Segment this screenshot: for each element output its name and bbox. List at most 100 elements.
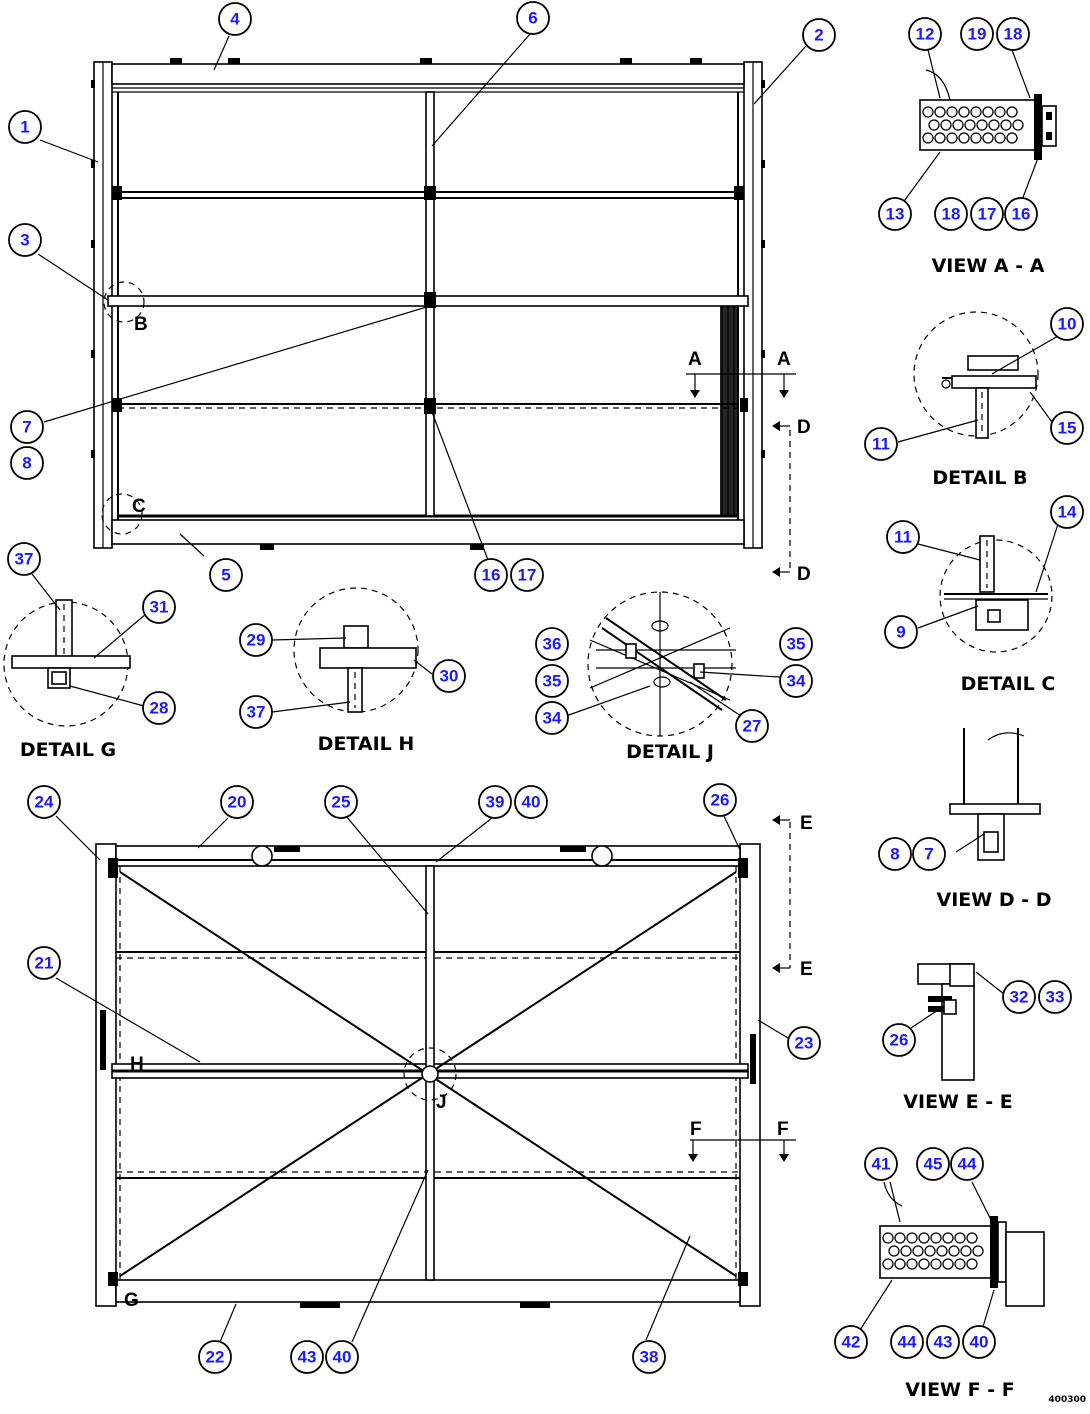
view-caption: DETAIL H — [318, 733, 415, 755]
svg-text:40: 40 — [970, 1333, 989, 1352]
view-d-d — [949, 728, 1041, 861]
view-caption: VIEW E - E — [903, 1091, 1012, 1113]
view-caption: VIEW D - D — [937, 889, 1052, 911]
callout-bubble: 16 — [1004, 197, 1038, 231]
callout-bubble: 22 — [198, 1340, 232, 1374]
detail-g — [3, 573, 147, 727]
svg-text:43: 43 — [934, 1333, 953, 1352]
section-letter: A — [777, 349, 791, 370]
callout-bubble: 27 — [735, 709, 769, 743]
svg-text:35: 35 — [543, 672, 562, 691]
callout-bubble: 40 — [962, 1325, 996, 1359]
svg-text:6: 6 — [528, 9, 537, 28]
svg-text:5: 5 — [221, 566, 230, 585]
section-letter: A — [688, 349, 702, 370]
svg-text:34: 34 — [787, 672, 806, 691]
svg-text:19: 19 — [968, 25, 987, 44]
svg-text:11: 11 — [872, 435, 890, 454]
svg-text:1: 1 — [20, 118, 29, 137]
callout-bubble: 12 — [908, 17, 942, 51]
section-letter: D — [797, 417, 811, 438]
svg-text:35: 35 — [787, 635, 806, 654]
callout-bubble: 19 — [960, 17, 994, 51]
detail-b — [897, 311, 1059, 443]
svg-text:20: 20 — [228, 793, 247, 812]
svg-text:2: 2 — [814, 26, 823, 45]
bottom-assembly — [55, 815, 796, 1343]
svg-text:9: 9 — [896, 623, 905, 642]
svg-text:44: 44 — [958, 1155, 977, 1174]
svg-text:23: 23 — [795, 1034, 814, 1053]
section-letter: E — [800, 959, 813, 980]
svg-text:40: 40 — [333, 1348, 352, 1367]
svg-text:27: 27 — [743, 717, 762, 736]
callout-bubble: 44 — [890, 1325, 924, 1359]
callout-bubble: 17 — [970, 197, 1004, 231]
callout-bubble: 43 — [926, 1325, 960, 1359]
svg-text:18: 18 — [942, 205, 961, 224]
svg-text:26: 26 — [890, 1031, 909, 1050]
callout-bubble: 35 — [535, 664, 569, 698]
callout-bubble: 24 — [27, 785, 61, 819]
svg-text:22: 22 — [206, 1348, 225, 1367]
callout-bubble: 29 — [239, 623, 273, 657]
svg-text:38: 38 — [640, 1348, 659, 1367]
detail-h — [271, 587, 433, 713]
callout-bubble: 7 — [912, 837, 946, 871]
callout-bubble: 28 — [142, 691, 176, 725]
section-letter: J — [436, 1092, 447, 1113]
view-caption: DETAIL B — [932, 467, 1027, 489]
callout-bubble: 26 — [882, 1023, 916, 1057]
callout-bubble: 41 — [864, 1147, 898, 1181]
callout-bubble: 35 — [779, 627, 813, 661]
svg-text:7: 7 — [22, 418, 31, 437]
callout-bubble: 7 — [10, 410, 44, 444]
callout-bubble: 43 — [290, 1340, 324, 1374]
svg-text:14: 14 — [1058, 503, 1077, 522]
callout-bubble: 36 — [535, 627, 569, 661]
svg-text:13: 13 — [886, 205, 905, 224]
callout-bubble: 1 — [8, 110, 42, 144]
callout-bubble: 38 — [632, 1340, 666, 1374]
section-letter: C — [132, 496, 146, 517]
callout-bubble: 5 — [209, 558, 243, 592]
svg-text:3: 3 — [20, 231, 29, 250]
svg-text:17: 17 — [978, 205, 997, 224]
callout-bubble: 11 — [864, 427, 898, 461]
svg-text:12: 12 — [916, 25, 935, 44]
svg-text:39: 39 — [486, 793, 505, 812]
callout-bubble: 14 — [1050, 495, 1084, 529]
section-letter: F — [777, 1119, 789, 1140]
svg-text:10: 10 — [1058, 315, 1077, 334]
callout-bubble: 34 — [535, 701, 569, 735]
callout-bubble: 37 — [7, 542, 41, 576]
svg-text:4: 4 — [230, 10, 240, 29]
svg-text:31: 31 — [150, 598, 169, 617]
callout-bubble: 45 — [916, 1147, 950, 1181]
callout-bubble: 20 — [220, 785, 254, 819]
svg-text:28: 28 — [150, 699, 169, 718]
callout-bubble: 13 — [878, 197, 912, 231]
callout-bubble: 6 — [516, 1, 550, 35]
section-letter: B — [134, 314, 148, 335]
view-caption: VIEW F - F — [905, 1379, 1014, 1401]
callout-bubble: 26 — [703, 783, 737, 817]
detail-c — [917, 523, 1059, 653]
callout-bubble: 2 — [802, 18, 836, 52]
section-letter: E — [800, 813, 813, 834]
top-assembly — [37, 33, 807, 577]
callout-bubble: 33 — [1038, 980, 1072, 1014]
svg-text:45: 45 — [924, 1155, 943, 1174]
svg-text:26: 26 — [711, 791, 730, 810]
view-a-a — [901, 49, 1057, 205]
svg-text:44: 44 — [898, 1333, 917, 1352]
callout-bubble: 32 — [1002, 980, 1036, 1014]
section-letter: G — [124, 1290, 139, 1311]
callout-bubble: 8 — [10, 446, 44, 480]
callout-bubble: 9 — [884, 615, 918, 649]
view-f-f — [859, 1181, 1045, 1331]
callout-bubble: 30 — [432, 659, 466, 693]
callout-bubble: 8 — [878, 837, 912, 871]
drawing-code: 400300 — [1048, 1395, 1086, 1405]
